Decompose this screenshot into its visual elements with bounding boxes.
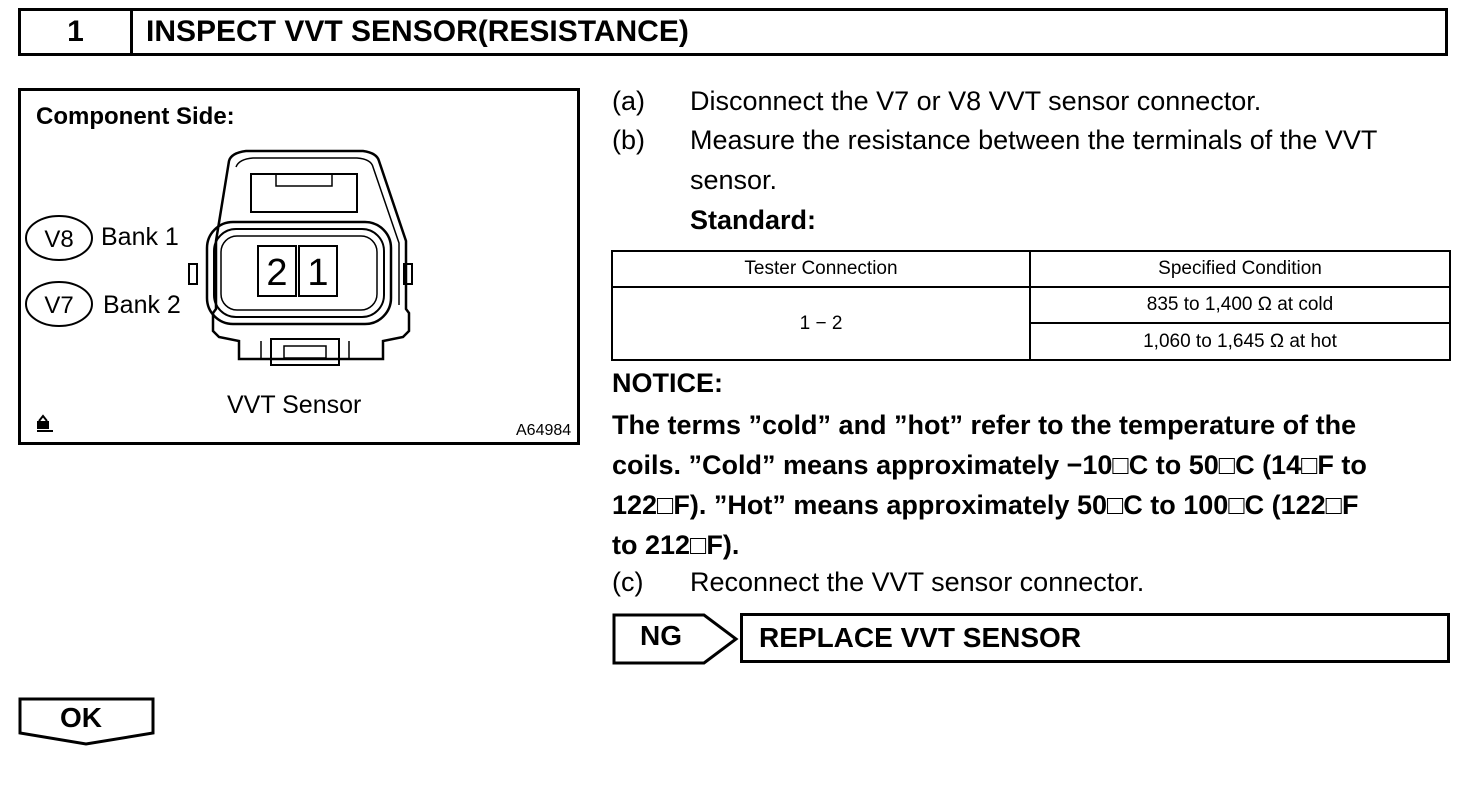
step-number: 1 xyxy=(21,11,133,53)
step-a-letter: (a) xyxy=(612,86,645,116)
table-cell-connection: 1 − 2 xyxy=(613,288,1031,359)
housing-inner xyxy=(220,235,378,311)
harness-icon xyxy=(37,414,53,432)
component-side-label: Component Side: xyxy=(36,103,235,130)
v8-circle-label: V8 xyxy=(44,226,73,253)
ng-arrow xyxy=(612,613,739,665)
notice-title: NOTICE: xyxy=(612,368,723,398)
left-tab xyxy=(188,263,198,285)
right-tab xyxy=(403,263,413,285)
bank1-label: Bank 1 xyxy=(101,223,179,251)
latch xyxy=(250,173,358,213)
v7-circle xyxy=(25,281,93,327)
terminal-2-cell xyxy=(257,245,297,297)
bottom-lock xyxy=(270,338,340,366)
ok-label: OK xyxy=(60,702,102,733)
step-b-letter: (b) xyxy=(612,125,645,155)
terminal-2-label: 2 xyxy=(266,252,287,294)
ng-action-text: REPLACE VVT SENSOR xyxy=(759,622,1082,653)
ok-arrow xyxy=(18,697,155,746)
terminal-1-cell xyxy=(298,245,338,297)
notice-body: The terms ”cold” and ”hot” refer to the … xyxy=(612,405,1460,565)
connector-figure: V8 V7 2 1 Component Side: Bank 1 xyxy=(18,88,580,445)
notice-line: to 212□F). xyxy=(612,530,740,560)
latch-slot xyxy=(275,173,333,187)
step-b-text-cont: sensor. xyxy=(690,165,778,195)
bottom-lock-inner xyxy=(283,345,327,359)
step-header: 1 INSPECT VVT SENSOR(RESISTANCE) xyxy=(18,8,1448,56)
ng-action-box: REPLACE VVT SENSOR xyxy=(740,613,1450,663)
housing-mid xyxy=(213,228,385,318)
bank2-label: Bank 2 xyxy=(103,291,181,319)
table-cell-hot: 1,060 to 1,645 Ω at hot xyxy=(1143,330,1337,352)
step-c-text: Reconnect the VVT sensor connector. xyxy=(690,567,1145,597)
spec-table: Tester Connection Specified Condition 1 … xyxy=(611,250,1451,361)
step-title: INSPECT VVT SENSOR(RESISTANCE) xyxy=(146,15,689,48)
step-b-text: Measure the resistance between the termi… xyxy=(690,125,1378,155)
figure-id: A64984 xyxy=(516,422,572,439)
step-a-text: Disconnect the V7 or V8 VVT sensor conne… xyxy=(690,86,1262,116)
standard-label: Standard: xyxy=(690,205,817,235)
connector-inner-outline xyxy=(235,157,400,305)
sensor-caption: VVT Sensor xyxy=(227,391,362,419)
notice-line: coils. ”Cold” means approximately −10□C … xyxy=(612,450,1367,480)
notice-line: The terms ”cold” and ”hot” refer to the … xyxy=(612,410,1357,440)
v8-circle xyxy=(25,215,93,261)
connector-drawing: V8 V7 2 1 xyxy=(25,149,413,432)
v7-circle-label: V7 xyxy=(44,292,73,319)
housing-outer xyxy=(205,220,393,326)
table-cell-cold: 835 to 1,400 Ω at cold xyxy=(1031,288,1449,324)
terminal-1-label: 1 xyxy=(307,252,328,294)
step-c-letter: (c) xyxy=(612,567,644,597)
notice-line: 122□F). ”Hot” means approximately 50□C t… xyxy=(612,490,1359,520)
table-header-connection: Tester Connection xyxy=(613,252,1031,288)
ng-label: NG xyxy=(640,620,682,651)
connector-body xyxy=(211,149,411,361)
table-header-condition: Specified Condition xyxy=(1031,252,1449,288)
